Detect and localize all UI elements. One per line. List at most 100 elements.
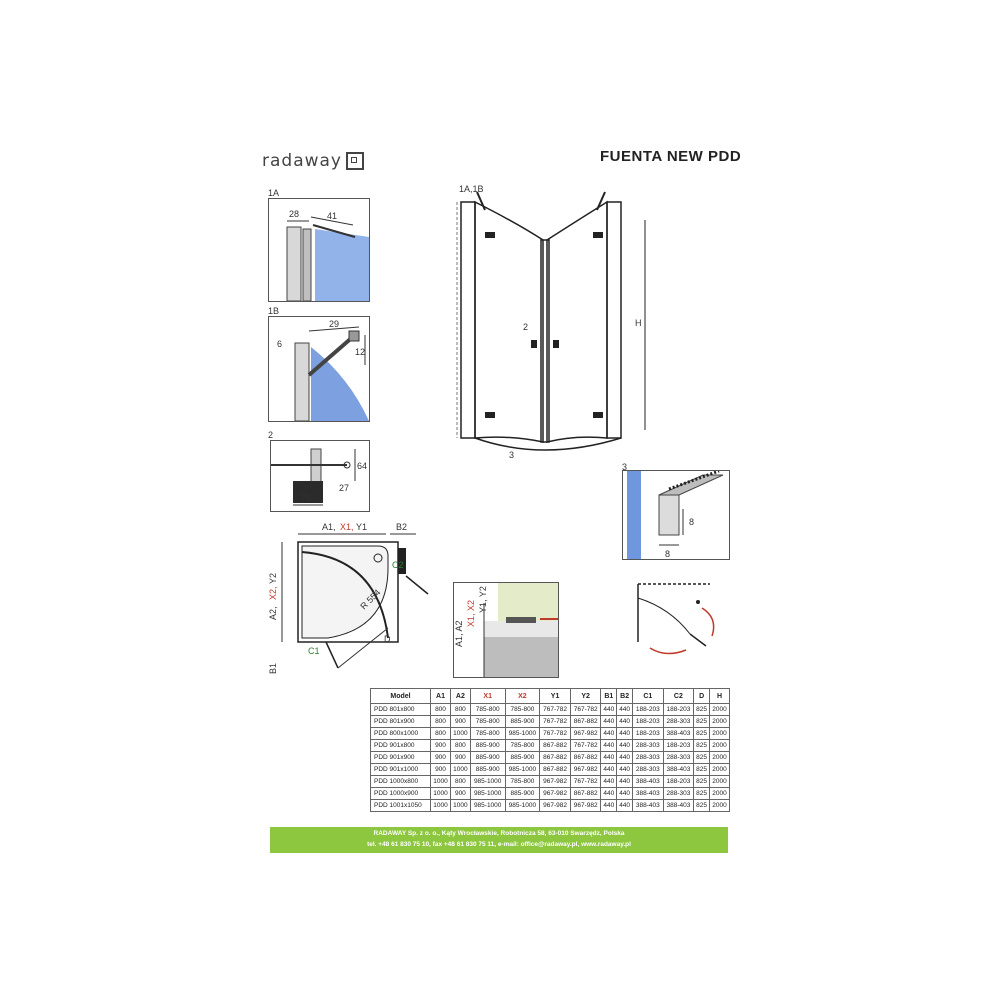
table-cell: 867-882 bbox=[539, 751, 571, 764]
table-cell: 985-1000 bbox=[469, 787, 506, 800]
col-c1: C1 bbox=[632, 688, 664, 704]
logo-text: radaway bbox=[262, 151, 342, 171]
detail-1a-dim-41: 41 bbox=[327, 211, 337, 221]
table-cell: 825 bbox=[693, 775, 710, 788]
table-cell: 967-982 bbox=[539, 799, 571, 812]
table-cell: 288-303 bbox=[662, 787, 695, 800]
table-cell: 188-203 bbox=[662, 703, 695, 716]
section-dim-a: A1, A2 bbox=[454, 620, 464, 647]
table-cell: 825 bbox=[693, 787, 710, 800]
table-cell: 967-982 bbox=[569, 763, 602, 776]
table-cell: PDD 800x1000 bbox=[369, 727, 432, 740]
table-cell: 440 bbox=[600, 751, 618, 764]
detail-2-dim-75: 75 bbox=[301, 493, 311, 503]
table-cell: 800 bbox=[449, 775, 471, 788]
table-cell: 885-900 bbox=[469, 751, 506, 764]
table-cell: 985-1000 bbox=[469, 775, 506, 788]
col-y1: Y1 bbox=[539, 688, 571, 704]
table-cell: 867-882 bbox=[569, 751, 602, 764]
table-cell: 288-303 bbox=[632, 751, 664, 764]
table-cell: 867-882 bbox=[539, 763, 571, 776]
table-cell: 800 bbox=[430, 727, 451, 740]
table-cell: PDD 801x800 bbox=[369, 703, 432, 716]
footer-contact: tel. +48 61 830 75 10, fax +48 61 830 75… bbox=[367, 841, 631, 848]
table-cell: 800 bbox=[449, 703, 471, 716]
table-cell: 2000 bbox=[708, 703, 731, 716]
plan-dim-b1: B1 bbox=[268, 663, 278, 674]
table-cell: 867-882 bbox=[569, 715, 602, 728]
col-a2: A2 bbox=[449, 688, 471, 704]
table-cell: PDD 901x1000 bbox=[369, 763, 432, 776]
table-cell: 388-403 bbox=[632, 799, 664, 812]
table-cell: 900 bbox=[430, 751, 451, 764]
table-cell: 900 bbox=[449, 787, 471, 800]
height-label: H bbox=[635, 318, 642, 328]
table-cell: 288-303 bbox=[632, 763, 664, 776]
table-cell: 885-900 bbox=[504, 787, 541, 800]
table-cell: 1000 bbox=[430, 787, 451, 800]
table-cell: 785-800 bbox=[504, 739, 541, 752]
plan-dim-y2: Y2 bbox=[268, 573, 278, 584]
col-x2: X2 bbox=[504, 688, 541, 704]
table-cell: 825 bbox=[693, 799, 710, 812]
table-cell: 785-800 bbox=[469, 715, 506, 728]
detail-1b-drawing: 29 6 12 bbox=[277, 319, 369, 421]
plan-dim-y1: Y1 bbox=[356, 522, 367, 532]
detail-3-dim-horizontal: 8 bbox=[665, 549, 670, 559]
detail-2-panel: 64 27 75 bbox=[270, 440, 370, 512]
table-cell: 885-900 bbox=[504, 715, 541, 728]
logo-square-icon bbox=[346, 152, 364, 170]
table-cell: 440 bbox=[600, 763, 618, 776]
table-cell: 288-303 bbox=[662, 751, 695, 764]
table-cell: 985-1000 bbox=[504, 763, 541, 776]
col-y2: Y2 bbox=[569, 688, 602, 704]
table-cell: 188-203 bbox=[632, 727, 664, 740]
table-cell: 2000 bbox=[708, 751, 731, 764]
detail-3-dim-vertical: 8 bbox=[689, 517, 694, 527]
table-cell: 440 bbox=[616, 787, 634, 800]
table-cell: 785-800 bbox=[469, 703, 506, 716]
col-h: H bbox=[708, 688, 731, 704]
table-cell: 900 bbox=[449, 751, 471, 764]
table-cell: 967-982 bbox=[539, 787, 571, 800]
table-cell: 188-203 bbox=[632, 715, 664, 728]
door-swing-drawing bbox=[637, 583, 715, 655]
col-x1: X1 bbox=[469, 688, 506, 704]
table-cell: 388-403 bbox=[662, 727, 695, 740]
detail-1a-panel: 28 41 bbox=[268, 198, 370, 302]
table-cell: 440 bbox=[616, 727, 634, 740]
detail-1a-dim-28: 28 bbox=[289, 209, 299, 219]
callout-3: 3 bbox=[509, 450, 514, 460]
table-cell: PDD 801x900 bbox=[369, 715, 432, 728]
spec-table: Model A1 A2 X1 X2 Y1 Y2 B1 B2 C1 C2 D H … bbox=[369, 688, 731, 812]
detail-1b-label: 1B bbox=[268, 306, 280, 316]
table-cell: 440 bbox=[616, 763, 634, 776]
col-model: Model bbox=[369, 688, 432, 704]
table-cell: 825 bbox=[693, 715, 710, 728]
detail-1b-dim-6: 6 bbox=[277, 339, 282, 349]
table-cell: 885-900 bbox=[469, 739, 506, 752]
page-title: FUENTA NEW PDD bbox=[600, 148, 742, 165]
table-cell: 2000 bbox=[708, 799, 731, 812]
table-cell: 785-800 bbox=[504, 703, 541, 716]
table-cell: 440 bbox=[616, 799, 634, 812]
col-d: D bbox=[693, 688, 710, 704]
table-cell: 900 bbox=[430, 763, 451, 776]
table-cell: 440 bbox=[600, 715, 618, 728]
table-cell: 440 bbox=[600, 775, 618, 788]
table-cell: 885-900 bbox=[504, 751, 541, 764]
plan-dim-a1: A1, bbox=[322, 522, 336, 532]
table-cell: 2000 bbox=[708, 739, 731, 752]
col-b1: B1 bbox=[600, 688, 618, 704]
table-cell: 800 bbox=[449, 739, 471, 752]
table-cell: PDD 1000x800 bbox=[369, 775, 432, 788]
table-cell: 825 bbox=[693, 763, 710, 776]
table-cell: 440 bbox=[600, 799, 618, 812]
table-header-row: Model A1 A2 X1 X2 Y1 Y2 B1 B2 C1 C2 D H bbox=[369, 688, 731, 704]
